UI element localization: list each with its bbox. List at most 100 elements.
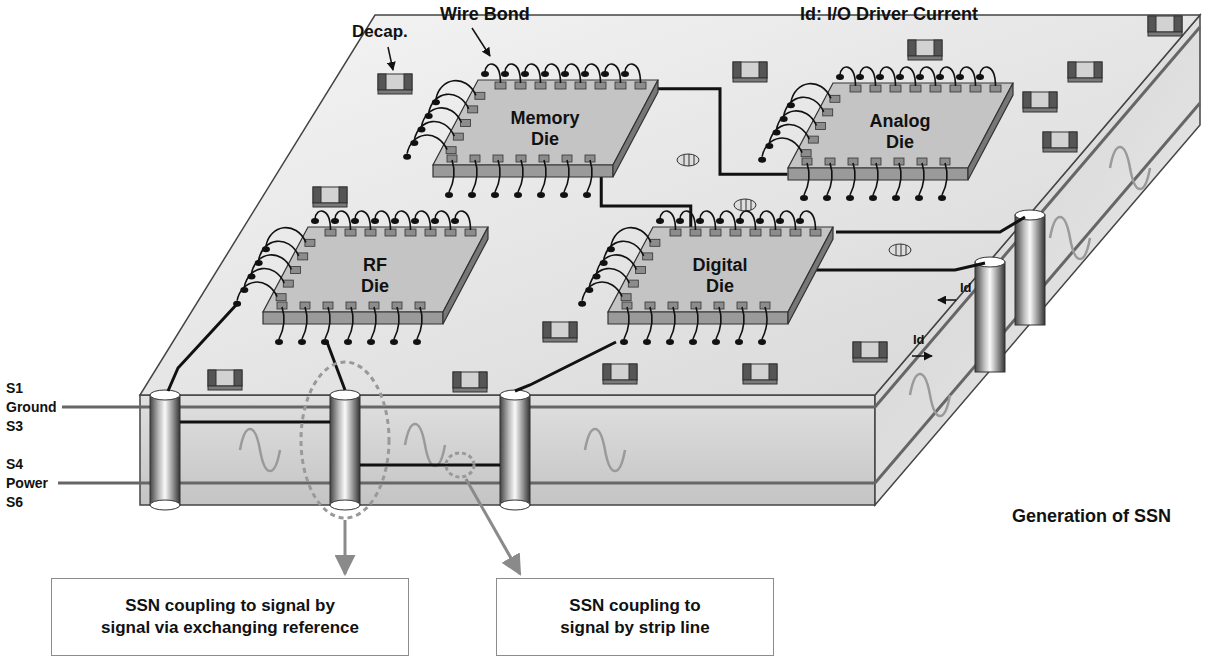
die-label: Analog Die [870,111,931,153]
layer-name: S1 [6,380,23,397]
bond-pad [460,120,470,127]
bond-pad [910,85,921,92]
bond-pad [822,109,832,116]
decap [313,187,347,207]
stripline-trace [180,421,330,424]
bond-pad [535,82,546,89]
bond-finger [916,74,924,80]
bond-finger [583,192,591,198]
bond-finger [424,113,432,119]
bond-finger [758,339,766,345]
bond-finger [689,339,697,345]
bond-finger [514,192,522,198]
layer-name: Power [6,475,48,492]
bond-pads [578,211,821,345]
wire-bond [716,307,721,339]
decap [543,322,577,342]
bond-finger [869,195,877,201]
bond-pad [465,229,476,236]
bond-finger [410,140,418,146]
bond-finger [344,339,352,345]
decap [603,364,637,384]
surface-trace [836,217,1025,232]
bond-pad [628,280,638,287]
via-hole [150,500,180,510]
ground-plane [62,406,875,409]
bond-finger [696,218,704,224]
wire-bond [371,307,376,339]
bond-finger [892,195,900,201]
decap [1043,132,1077,152]
wire-bond [472,160,477,192]
bond-pad [595,82,606,89]
bond-pads [403,64,646,198]
bond-finger [976,74,984,80]
bond-finger [676,218,684,224]
bond-finger [876,74,884,80]
wire-bond [693,307,698,339]
bond-finger [331,218,339,224]
bond-finger [779,116,787,122]
callout-box: SSN coupling to signal by signal via exc… [51,578,409,656]
decap [1148,16,1182,36]
bond-pad [649,239,659,246]
layer-name: S3 [6,418,23,435]
bond-pad [930,85,941,92]
bond-pads [758,67,1001,201]
bond-finger [240,287,248,293]
wire-bond [279,307,284,339]
bond-pad [453,133,463,140]
bond-finger [758,157,766,163]
bond-pad [276,294,286,301]
bond-pad [750,229,761,236]
bond-pad [815,123,825,130]
bond-pad [575,82,586,89]
noise-wave [910,374,950,416]
bond-finger [765,143,773,149]
bond-finger [351,218,359,224]
bond-finger [601,71,609,77]
wire-bond [827,163,832,195]
bond-pad [445,229,456,236]
ferrite-bead [677,154,699,166]
bond-finger [606,246,614,252]
bond-finger [823,195,831,201]
bond-finger [581,71,589,77]
bond-finger [716,218,724,224]
ferrite-bead [734,199,756,211]
bond-pad [615,82,626,89]
bond-pad [808,136,818,143]
bond-finger [772,130,780,136]
bond-pad [801,150,811,157]
bond-finger [938,195,946,201]
bond-finger [491,192,499,198]
decap [1023,92,1057,112]
bond-finger [800,195,808,201]
bond-finger [431,218,439,224]
wire-bond [541,160,546,192]
bond-finger [390,339,398,345]
bond-finger [321,339,329,345]
bond-finger [367,339,375,345]
bond-finger [896,74,904,80]
surface-trace [327,342,345,390]
via [1015,215,1045,325]
decap [908,40,942,60]
bond-pad [297,253,307,260]
wire-bond [647,307,652,339]
bond-finger [254,260,262,266]
wire-bond [449,160,454,192]
bond-finger [411,218,419,224]
wire-bond [942,163,947,195]
bond-pad [690,229,701,236]
ferrite-bead [889,244,911,256]
bond-pad [495,82,506,89]
bond-pad [990,85,1001,92]
bond-pad [345,229,356,236]
die-side [613,80,658,177]
bond-finger [537,192,545,198]
via-hole [500,390,530,400]
bond-pad [325,229,336,236]
